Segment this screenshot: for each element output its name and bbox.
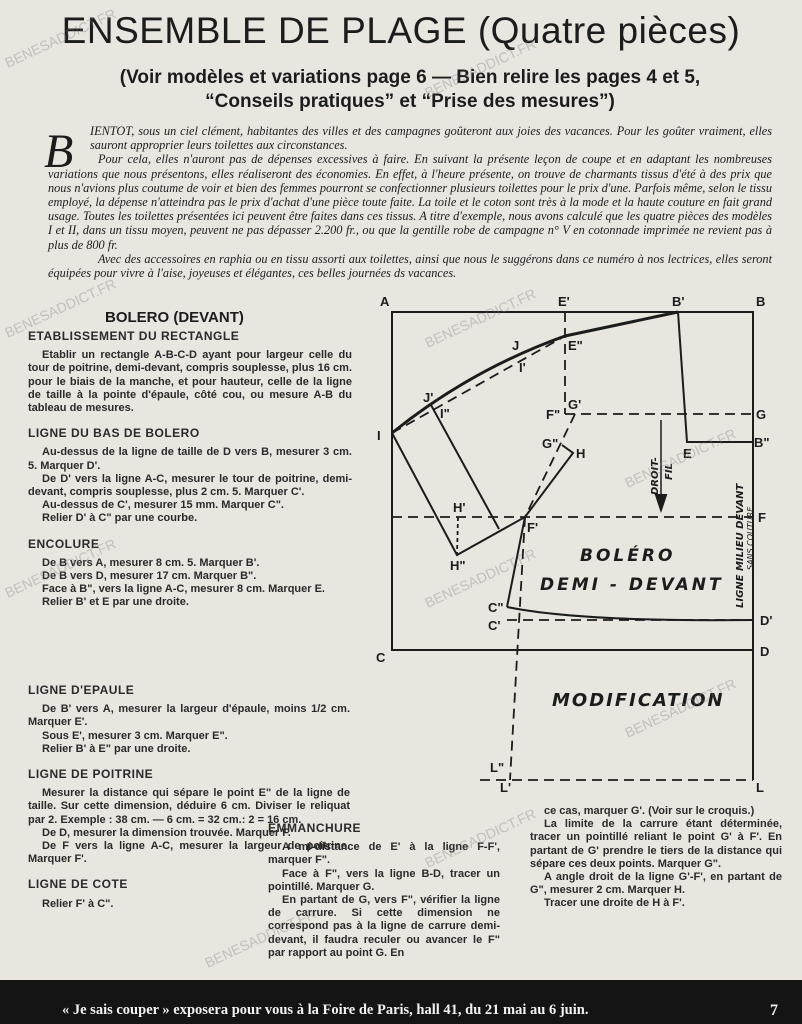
point-label: E [683,446,692,461]
point-label: J' [423,390,433,405]
point-label: L' [500,780,511,795]
instructions-column-1b: LIGNE D'EPAULE De B' vers A, mesurer la l… [28,672,350,911]
instruction-paragraph: A mi-distance de E' à la ligne F-F', mar… [268,841,500,867]
instruction-paragraph: De B vers A, mesurer 8 cm. 5. Marquer B'… [42,556,260,569]
point-label: D' [760,613,772,628]
page-number: 7 [770,1002,778,1019]
footer-text: « Je sais couper » exposera pour vous à … [62,1002,589,1018]
point-label: B' [672,294,684,309]
point-label: E' [558,294,570,309]
instructions-column-1: ETABLISSEMENT DU RECTANGLE Etablir un rec… [28,329,352,610]
center-front-label: SANS COUTURE [746,506,755,570]
instruction-paragraph: Relier B' à E" par une droite. [42,742,191,755]
instruction-paragraph: Au-dessus de la ligne de taille de D ver… [28,446,352,472]
instruction-heading: LIGNE DE COTE [28,877,128,892]
piece-label: BOLÉRO [580,544,675,566]
instruction-paragraph: De D, mesurer la dimension trouvée. Marq… [42,826,291,839]
point-label: E" [568,338,583,353]
intro-paragraph: Pour cela, elles n'auront pas de dépense… [48,152,772,252]
instruction-heading: LIGNE D'EPAULE [28,683,135,697]
dashed-shoulder-line [391,335,566,434]
point-label: J [512,338,519,353]
instruction-paragraph: En partant de G, vers F", vérifier la li… [268,894,500,959]
modification-label: MODIFICATION [552,690,725,711]
point-label: H' [453,500,465,515]
arrow-head [654,494,668,514]
shoulder-curve [391,310,679,435]
footer-banner: « Je sais couper » exposera pour vous à … [0,980,802,1024]
page-title: ENSEMBLE DE PLAGE (Quatre pièces) [61,10,741,51]
instruction-paragraph: Tracer une droite de H à F'. [544,897,685,910]
subtitle: (Voir modèles et variations page 6 — Bie… [60,66,760,114]
instruction-paragraph: Face à F", vers la ligne B-D, tracer un … [268,867,500,893]
instruction-paragraph: Relier B' et E par une droite. [42,596,189,609]
point-label: B [756,294,765,309]
point-label: F [758,510,766,525]
instruction-heading: LIGNE DE POITRINE [28,767,154,782]
rectangle-abcd [391,311,754,651]
point-label: L [756,780,764,795]
center-front-label: LIGNE MILIEU DEVANT [735,483,746,608]
instruction-heading: LIGNE DU BAS DE BOLERO [28,426,200,441]
section-title: BOLERO (DEVANT) [105,309,244,326]
piece-label: DEMI - DEVANT [540,575,724,595]
side-seam [506,516,526,608]
point-label: L" [490,760,504,775]
point-label: G" [542,436,558,451]
instruction-paragraph: A angle droit de la ligne G'-F', en part… [530,871,782,897]
point-label: C" [488,600,504,615]
instruction-heading: EMMANCHURE [268,821,361,835]
instruction-paragraph: Mesurer la distance qui sépare le point … [28,787,350,826]
point-label: D [760,644,769,659]
point-label: F" [546,407,560,422]
dashed-gf-line [524,413,576,518]
subtitle-line: (Voir modèles et variations page 6 — Bie… [119,67,701,88]
instruction-paragraph: Etablir un rectangle A-B-C-D ayant pour … [28,349,352,415]
drop-cap: B [44,125,74,178]
instruction-paragraph: De B vers D, mesurer 17 cm. Marquer B". [42,570,257,583]
instructions-column-2: EMMANCHURE A mi-distance de E' à la ligne… [268,810,500,960]
point-label: A [380,294,390,309]
point-label: I' [519,360,526,375]
sleeve-outline [391,432,575,557]
grain-label: FIL [664,463,675,480]
dashed-h-line [456,516,459,556]
instruction-paragraph: De F vers la ligne A-C, mesurer la large… [28,840,350,866]
point-label: G' [568,397,581,412]
point-label: C' [488,618,500,633]
instruction-paragraph: Au-dessus de C', mesurer 15 mm. Marquer … [42,499,284,512]
point-label: B" [754,435,770,450]
subtitle-line: “Conseils pratiques” et “Prise des mesur… [205,91,615,112]
neckline [677,311,753,443]
intro-text: B IENTOT, sous un ciel clément, habitant… [44,124,772,281]
instruction-paragraph: Sous E', mesurer 3 cm. Marquer E". [42,729,228,742]
intro-paragraph: IENTOT, sous un ciel clément, habitantes… [90,124,772,153]
dashed-vertical-line [509,516,526,781]
instruction-paragraph: Relier F' à C". [42,897,114,910]
grain-label: DROIT- [650,457,661,495]
instruction-heading: ENCOLURE [28,536,100,551]
instruction-paragraph: De D' vers la ligne A-C, mesurer le tour… [28,472,352,499]
instruction-paragraph: De B' vers A, mesurer la largeur d'épaul… [28,703,350,729]
instruction-paragraph: Relier D' à C" par une courbe. [42,512,198,525]
point-label: H" [450,558,466,573]
point-label: H [576,446,585,461]
instructions-column-3: ce cas, marquer G'. (Voir sur le croquis… [530,805,782,911]
point-label: I" [440,406,450,421]
intro-paragraph: Avec des accessoires en raphia ou en tis… [48,251,772,281]
instruction-paragraph: Face à B", vers la ligne A-C, mesurer 8 … [42,583,325,596]
point-label: G [756,407,766,422]
point-label: I [377,428,381,443]
hem-curve [506,606,754,622]
point-label: C [376,650,386,665]
instruction-paragraph: La limite de la carrure étant déterminée… [530,818,782,870]
point-label: F' [527,520,538,535]
sleeve-line [430,404,500,530]
instruction-heading: ETABLISSEMENT DU RECTANGLE [28,329,240,343]
instruction-paragraph: ce cas, marquer G'. (Voir sur le croquis… [544,805,755,817]
